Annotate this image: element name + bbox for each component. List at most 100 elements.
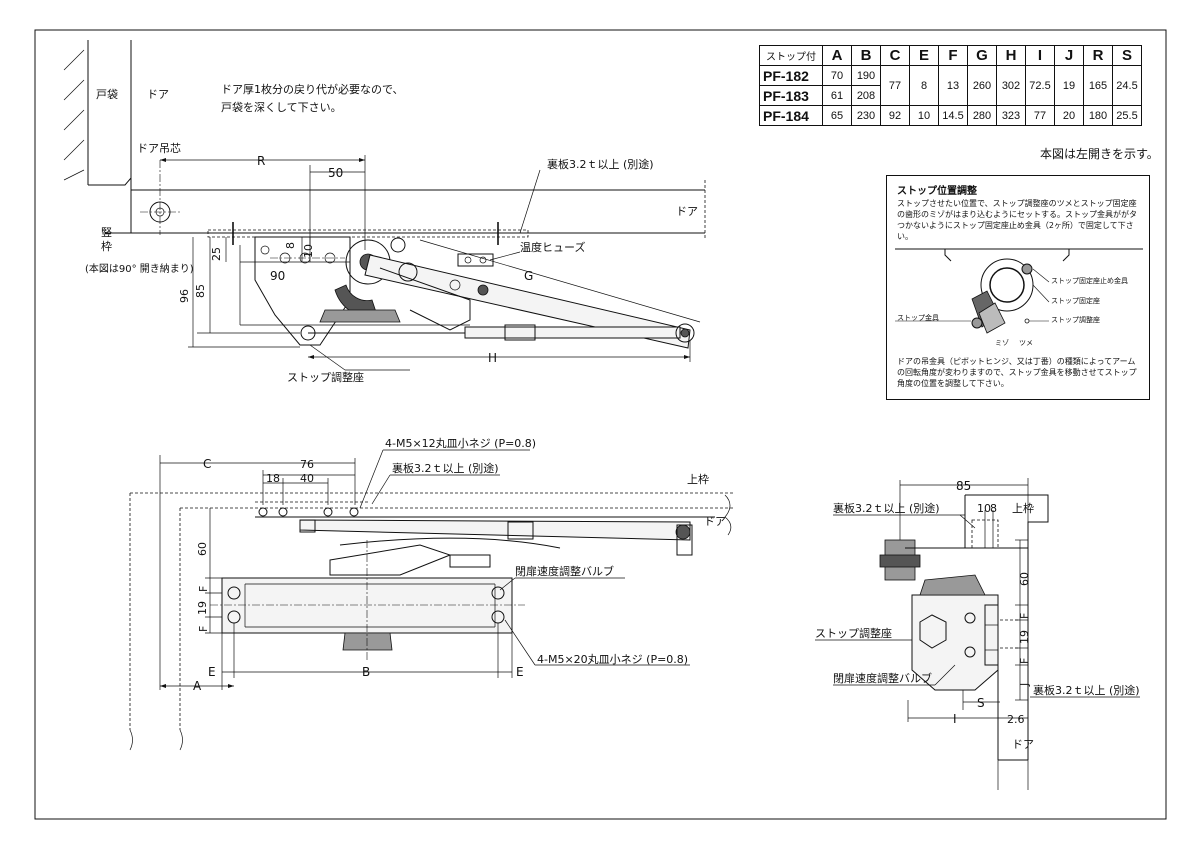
dim-90: 90 [270,269,285,283]
spec-pf182-B: 190 [851,65,881,86]
spec-pf184-E: 10 [909,105,939,126]
dim-F-top: F [197,586,210,592]
spec-pf184-C: 92 [880,105,910,126]
dim-J: J [1018,683,1031,687]
spec-pf184-A: 65 [822,105,852,126]
stop-box-title: ストップ位置調整 [897,186,977,197]
dim-18: 18 [266,472,280,485]
dim-R: R [257,154,265,168]
table-note: 本図は左開きを示す。 [1040,147,1159,161]
spec-pf184-H: 323 [996,105,1026,126]
dim-40: 40 [300,472,314,485]
plan-note-line-1: ドア厚1枚分の戻り代が必要なので、 [221,82,404,96]
dim-S: S [977,696,985,710]
spec-shared-G: 260 [967,65,997,106]
stop-label-groove: ミゾ [995,339,1009,347]
spec-shared-C: 77 [880,65,910,106]
spec-header-F: F [938,45,968,66]
dim-76: 76 [300,458,314,471]
spec-shared-S: 24.5 [1112,65,1142,106]
dim-I: I [953,712,957,726]
spec-pf183-B: 208 [851,85,881,106]
dim-19-side: 19 [1018,630,1031,644]
dim-2-6: 2.6 [1007,713,1025,726]
dim-B: B [362,665,370,679]
spec-pf184-G: 280 [967,105,997,126]
stop-box-body: ストップさせたい位置で、ストップ調整座のツメとストップ固定座の歯形のミゾがはまり… [897,199,1137,241]
stop-label-adjust-seat: ストップ調整座 [1051,316,1100,324]
dim-10: 10 [302,244,315,258]
dim-F-side-top: F [1018,613,1031,619]
spec-table: ストップ付 A B C E F G H I J R S PF-182 70 19… [759,45,1142,126]
dim-F-bottom: F [197,626,210,632]
stop-label-claw: ツメ [1019,339,1033,347]
spec-pf184-I: 77 [1025,105,1055,126]
plan-view [63,40,706,371]
dim-96: 96 [178,289,191,303]
spec-pf184-F: 14.5 [938,105,968,126]
dim-A: A [193,679,202,693]
dim-10-side: 10 [977,502,991,515]
spec-header-I: I [1025,45,1055,66]
side-view [815,478,1140,790]
dim-F-side-bottom: F [1018,658,1031,664]
dim-8: 8 [284,242,297,249]
spec-pf184-B: 230 [851,105,881,126]
stop-label-stop-bracket: ストップ金具 [897,314,939,322]
spec-corner-cell: ストップ付 [759,45,823,66]
label-valve-front: 閉扉速度調整バルブ [515,564,614,578]
label-door-right: ドア [676,205,698,218]
spec-shared-H: 302 [996,65,1026,106]
spec-shared-E: 8 [909,65,939,106]
dim-H: H [488,351,497,365]
stop-label-fix-seat: ストップ固定座 [1051,297,1100,305]
spec-shared-F: 13 [938,65,968,106]
dim-E-left: E [208,665,216,679]
drawing-frame [34,29,1167,820]
spec-model-pf184: PF-184 [759,105,823,126]
spec-row-pf184: PF-184 65 230 92 10 14.5 280 323 77 20 1… [759,105,1142,126]
label-door-front: ドア [704,515,726,528]
spec-model-pf182: PF-182 [759,65,823,86]
label-stop-seat-plan: ストップ調整座 [287,370,364,384]
spec-header-E: E [909,45,939,66]
spec-shared-I: 72.5 [1025,65,1055,106]
dim-G: G [524,269,533,283]
dim-60-side: 60 [1018,572,1031,586]
spec-pf182-A: 70 [822,65,852,86]
label-screws-bottom: 4-M5×20丸皿小ネジ (P=0.8) [537,653,688,666]
dim-8-side: 8 [990,502,997,515]
stop-label-fix-bracket: ストップ固定座止め金具 [1051,277,1128,285]
spec-shared-R: 165 [1083,65,1113,106]
dim-19-front: 19 [196,601,209,615]
spec-header-row: ストップ付 A B C E F G H I J R S [759,45,1142,66]
stop-detail-drawing [895,248,1143,334]
spec-row-pf182: PF-182 70 190 77 8 13 260 302 72.5 19 16… [759,65,1142,106]
spec-pf183-A: 61 [822,85,852,106]
spec-pf184-J: 20 [1054,105,1084,126]
dim-C: C [203,457,211,471]
spec-header-R: R [1083,45,1113,66]
spec-model-pf183: PF-183 [759,85,823,106]
front-view [129,449,735,751]
label-screws-top: 4-M5×12丸皿小ネジ (P=0.8) [385,437,536,450]
spec-header-A: A [822,45,852,66]
label-frame-2: 枠 [101,239,112,253]
spec-header-J: J [1054,45,1084,66]
spec-header-B: B [851,45,881,66]
label-upper-frame-side: 上枠 [1012,501,1034,515]
spec-header-C: C [880,45,910,66]
stop-box-footer: ドアの吊金具（ピボットヒンジ、又は丁番）の種類によってアームの回転角度が変わりま… [897,357,1137,388]
spec-pf184-R: 180 [1083,105,1113,126]
dim-85: 85 [194,284,207,298]
dim-50: 50 [328,166,343,180]
label-note-90: (本図は90° 開き納まり) [85,262,194,275]
label-door-side: ドア [1012,738,1034,751]
label-valve-side: 閉扉速度調整バルブ [833,671,932,685]
spec-header-S: S [1112,45,1142,66]
dim-85-side: 85 [956,479,971,493]
spec-shared-J: 19 [1054,65,1084,106]
spec-header-G: G [967,45,997,66]
label-fuse: 温度ヒューズ [520,240,585,254]
dim-60-front: 60 [196,542,209,556]
